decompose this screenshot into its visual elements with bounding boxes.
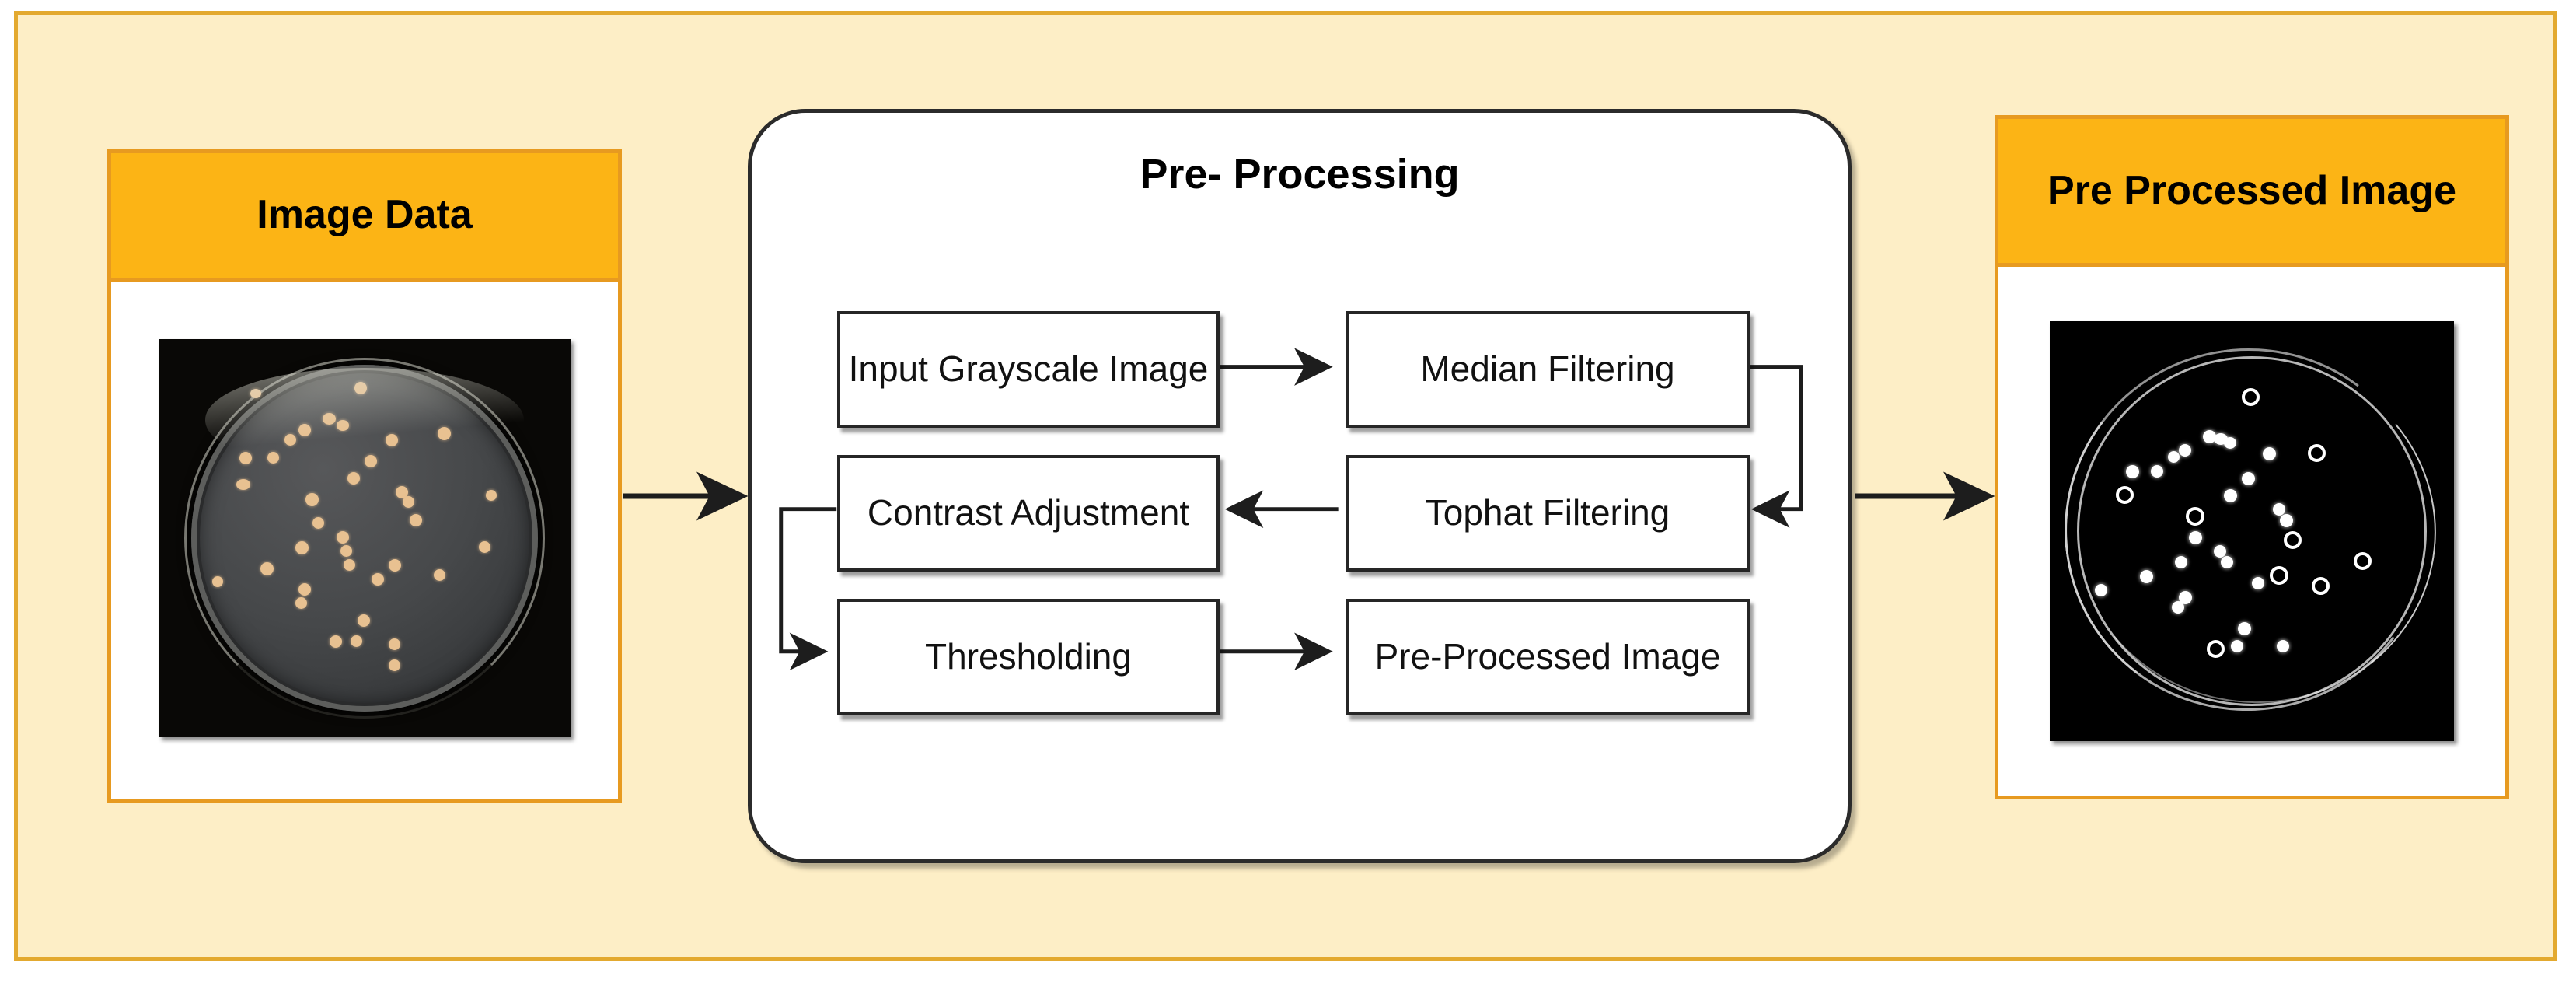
step-pre-processed-image[interactable]: Pre-Processed Image	[1346, 599, 1750, 715]
output-panel-header: Pre Processed Image	[1998, 119, 2505, 267]
petri-dish-colour-graphic	[184, 358, 545, 719]
step-thresholding[interactable]: Thresholding	[837, 599, 1220, 715]
connector-median-to-tophat	[1742, 365, 1803, 528]
binary-image-photo	[2050, 321, 2454, 741]
step-median-filtering[interactable]: Median Filtering	[1346, 311, 1750, 428]
petri-dish-binary-graphic	[2077, 356, 2427, 706]
input-panel-header: Image Data	[111, 153, 618, 282]
pre-processing-title: Pre- Processing	[1140, 151, 1460, 198]
step-contrast-adjustment[interactable]: Contrast Adjustment	[837, 455, 1220, 572]
input-image-panel: Image Data	[107, 149, 622, 803]
input-panel-body	[111, 282, 618, 795]
connector-contrast-to-threshold	[779, 507, 837, 671]
output-panel-body	[1998, 267, 2505, 796]
step-tophat-filtering[interactable]: Tophat Filtering	[1346, 455, 1750, 572]
output-image-panel: Pre Processed Image	[1995, 115, 2509, 799]
petri-dish-photo	[159, 339, 571, 737]
step-input-grayscale-image[interactable]: Input Grayscale Image	[837, 311, 1220, 428]
pre-processing-container: Pre- Processing Input Grayscale Image	[748, 109, 1852, 863]
